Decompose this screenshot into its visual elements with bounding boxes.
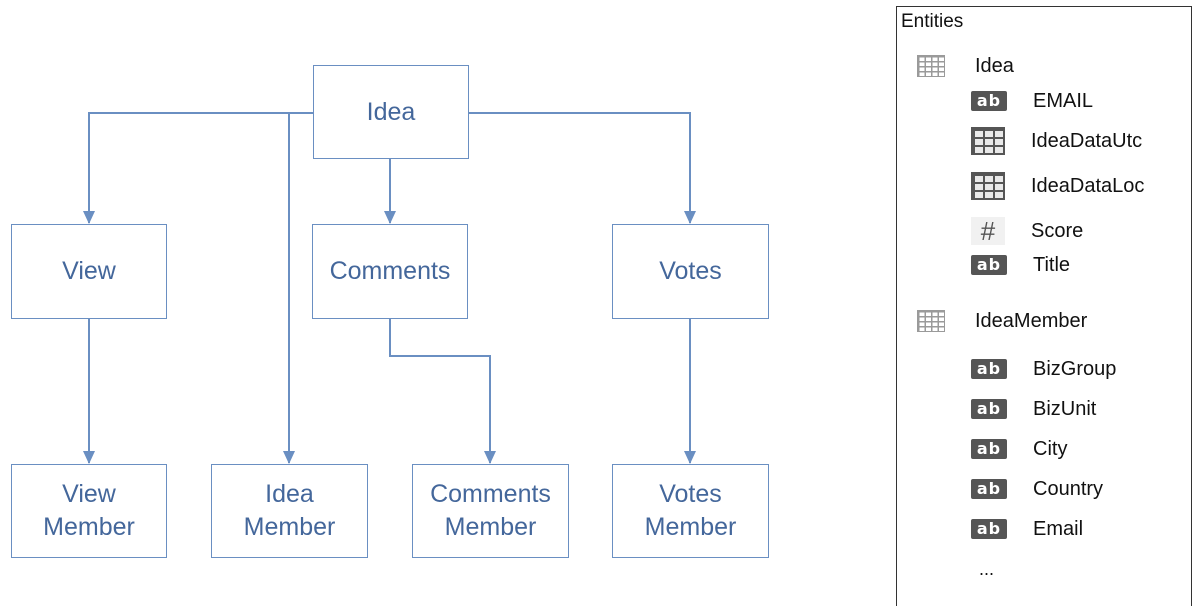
table-icon bbox=[917, 55, 945, 77]
entity-label: IdeaMember bbox=[975, 309, 1088, 332]
text-icon: ab bbox=[971, 91, 1007, 111]
field-label: Title bbox=[1033, 253, 1071, 276]
field-biz-unit[interactable]: ab BizUnit bbox=[971, 395, 1096, 423]
field-country[interactable]: ab Country bbox=[971, 475, 1103, 503]
text-icon: ab bbox=[971, 399, 1007, 419]
node-view: View bbox=[11, 224, 167, 319]
edge-comments-comments-member bbox=[389, 319, 491, 463]
field-city[interactable]: ab City bbox=[971, 435, 1067, 463]
node-votes-member-label: Votes Member bbox=[644, 480, 737, 541]
field-idea-data-utc[interactable]: IdeaDataUtc bbox=[971, 127, 1142, 155]
node-idea-member: Idea Member bbox=[211, 464, 368, 558]
field-label: BizUnit bbox=[1033, 397, 1097, 420]
arrowhead-idea-member bbox=[283, 451, 295, 464]
entity-idea-member[interactable]: IdeaMember bbox=[917, 307, 1087, 335]
node-idea-member-label: Idea Member bbox=[243, 480, 336, 541]
field-label: EMAIL bbox=[1033, 89, 1094, 112]
diagram-connectors bbox=[83, 112, 696, 464]
text-icon: ab bbox=[971, 359, 1007, 379]
field-label: City bbox=[1033, 437, 1068, 460]
arrowhead-votes-member bbox=[684, 451, 696, 464]
text-icon: ab bbox=[971, 479, 1007, 499]
node-votes-label: Votes bbox=[659, 257, 722, 285]
node-votes: Votes bbox=[612, 224, 769, 319]
edge-idea-votes bbox=[468, 112, 691, 223]
node-view-member: View Member bbox=[11, 464, 167, 558]
date-icon bbox=[971, 172, 1005, 200]
entity-diagram: Idea View Comments Votes View Member Ide… bbox=[11, 65, 769, 558]
field-idea-data-loc[interactable]: IdeaDataLoc bbox=[971, 172, 1144, 200]
field-label: IdeaDataLoc bbox=[1031, 174, 1145, 197]
field-email-member[interactable]: ab Email bbox=[971, 515, 1083, 543]
arrowhead-votes bbox=[684, 211, 696, 224]
arrowhead-view-member bbox=[83, 451, 95, 464]
entity-label: Idea bbox=[975, 54, 1014, 77]
node-votes-member: Votes Member bbox=[612, 464, 769, 558]
node-idea: Idea bbox=[313, 65, 469, 159]
entities-panel: Entities Idea ab EMAIL IdeaDataUtc IdeaD… bbox=[896, 6, 1192, 606]
node-view-label: View bbox=[62, 257, 116, 285]
text-icon: ab bbox=[971, 255, 1007, 275]
more-fields-ellipsis: ... bbox=[979, 559, 995, 579]
field-score[interactable]: # Score bbox=[971, 217, 1083, 245]
field-label: Email bbox=[1033, 517, 1084, 540]
field-label: BizGroup bbox=[1033, 357, 1117, 380]
arrowhead-view bbox=[83, 211, 95, 224]
field-biz-group[interactable]: ab BizGroup bbox=[971, 355, 1116, 383]
text-icon: ab bbox=[971, 439, 1007, 459]
arrowhead-comments-member bbox=[484, 451, 496, 464]
node-comments: Comments bbox=[312, 224, 468, 319]
field-label: IdeaDataUtc bbox=[1031, 129, 1143, 152]
field-label: Score bbox=[1031, 219, 1084, 242]
entities-panel-title: Entities bbox=[901, 11, 964, 32]
entity-idea[interactable]: Idea bbox=[917, 52, 1014, 80]
node-comments-member: Comments Member bbox=[412, 464, 569, 558]
node-comments-label: Comments bbox=[329, 257, 451, 285]
arrowhead-comments bbox=[384, 211, 396, 224]
number-icon: # bbox=[971, 217, 1005, 245]
edge-idea-view bbox=[88, 112, 313, 223]
field-label: Country bbox=[1033, 477, 1104, 500]
field-email[interactable]: ab EMAIL bbox=[971, 87, 1093, 115]
table-icon bbox=[917, 310, 945, 332]
field-title[interactable]: ab Title bbox=[971, 251, 1070, 279]
node-view-member-label: View Member bbox=[43, 480, 135, 541]
node-comments-member-label: Comments Member bbox=[430, 480, 551, 541]
node-idea-label: Idea bbox=[366, 97, 416, 126]
date-icon bbox=[971, 127, 1005, 155]
text-icon: ab bbox=[971, 519, 1007, 539]
